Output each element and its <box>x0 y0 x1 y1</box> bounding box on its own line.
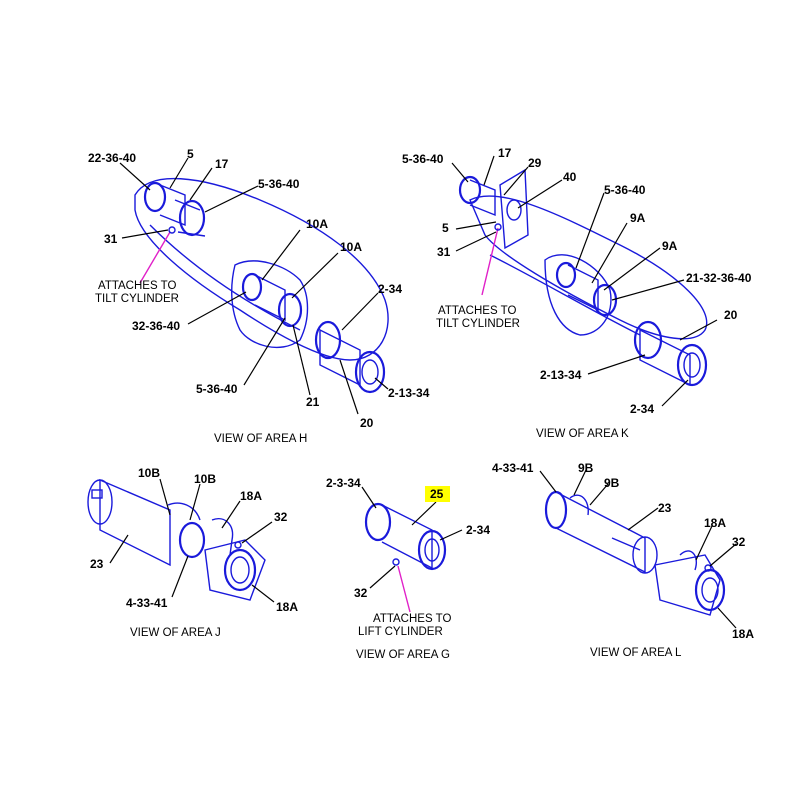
view-h-drawing <box>134 177 389 394</box>
view-l-drawing <box>544 490 726 616</box>
callout: 31 <box>437 245 451 259</box>
callout: 31 <box>104 232 118 246</box>
callout: 32 <box>732 535 746 549</box>
callout: 2-34 <box>630 402 654 416</box>
callout: 17 <box>215 157 229 171</box>
note-attaches-tilt-h: ATTACHES TO <box>98 280 176 292</box>
callout: 5-36-40 <box>258 177 300 191</box>
view-k-drawing <box>458 168 708 387</box>
callout: 32-36-40 <box>132 319 180 333</box>
view-j-drawing <box>87 478 266 601</box>
caption-view-h: VIEW OF AREA H <box>214 433 307 445</box>
note-attaches-tilt-k: TILT CYLINDER <box>436 318 520 330</box>
callout: 5-36-40 <box>402 152 444 166</box>
callout: 2-13-34 <box>540 368 582 382</box>
callout: 9A <box>662 239 678 253</box>
callout: 22-36-40 <box>88 151 136 165</box>
callout: 32 <box>274 510 288 524</box>
note-attaches-lift-g: LIFT CYLINDER <box>358 626 443 638</box>
callout: 32 <box>354 586 368 600</box>
caption-view-l: VIEW OF AREA L <box>590 647 682 659</box>
view-g-drawing <box>364 502 447 571</box>
callout: 5-36-40 <box>196 382 238 396</box>
callout: 4-33-41 <box>492 461 534 475</box>
callout: 2-13-34 <box>388 386 430 400</box>
view-h-leaders <box>119 157 389 415</box>
callout: 10B <box>138 466 160 480</box>
callout: 18A <box>704 516 726 530</box>
callout: 23 <box>90 557 104 571</box>
callout: 20 <box>724 308 738 322</box>
callout: 20 <box>360 416 374 430</box>
callout: 10B <box>194 472 216 486</box>
callout: 5-36-40 <box>604 183 646 197</box>
caption-view-k: VIEW OF AREA K <box>536 428 629 440</box>
callout: 23 <box>658 501 672 515</box>
note-attaches-tilt-k: ATTACHES TO <box>438 305 516 317</box>
callout: 18A <box>732 627 754 641</box>
callout: 9B <box>604 476 620 490</box>
callout: 21 <box>306 395 320 409</box>
note-attaches-lift-g: ATTACHES TO <box>373 613 451 625</box>
note-attaches-tilt-h: TILT CYLINDER <box>95 293 179 305</box>
callout: 4-33-41 <box>126 596 168 610</box>
callout: 18A <box>240 489 262 503</box>
callout: 2-34 <box>378 282 402 296</box>
callout: 17 <box>498 146 512 160</box>
callout: 2-34 <box>466 523 490 537</box>
callout: 9B <box>578 461 594 475</box>
caption-view-g: VIEW OF AREA G <box>356 649 450 661</box>
view-j-leaders <box>109 478 275 603</box>
view-l-leaders <box>539 469 737 629</box>
callout: 5 <box>442 221 449 235</box>
callout: 5 <box>187 147 194 161</box>
callout: 10A <box>340 240 362 254</box>
callout: 40 <box>563 170 577 184</box>
callout: 2-3-34 <box>326 476 361 490</box>
view-k-leaders <box>451 155 718 407</box>
callout-25-label: 25 <box>430 487 444 501</box>
caption-view-j: VIEW OF AREA J <box>130 627 221 639</box>
view-g-leaders <box>361 486 463 613</box>
callout: 9A <box>630 211 646 225</box>
callout: 10A <box>306 217 328 231</box>
callout-25-highlight <box>425 486 450 502</box>
callout: 29 <box>528 156 542 170</box>
callout: 21-32-36-40 <box>686 271 752 285</box>
callout: 18A <box>276 600 298 614</box>
